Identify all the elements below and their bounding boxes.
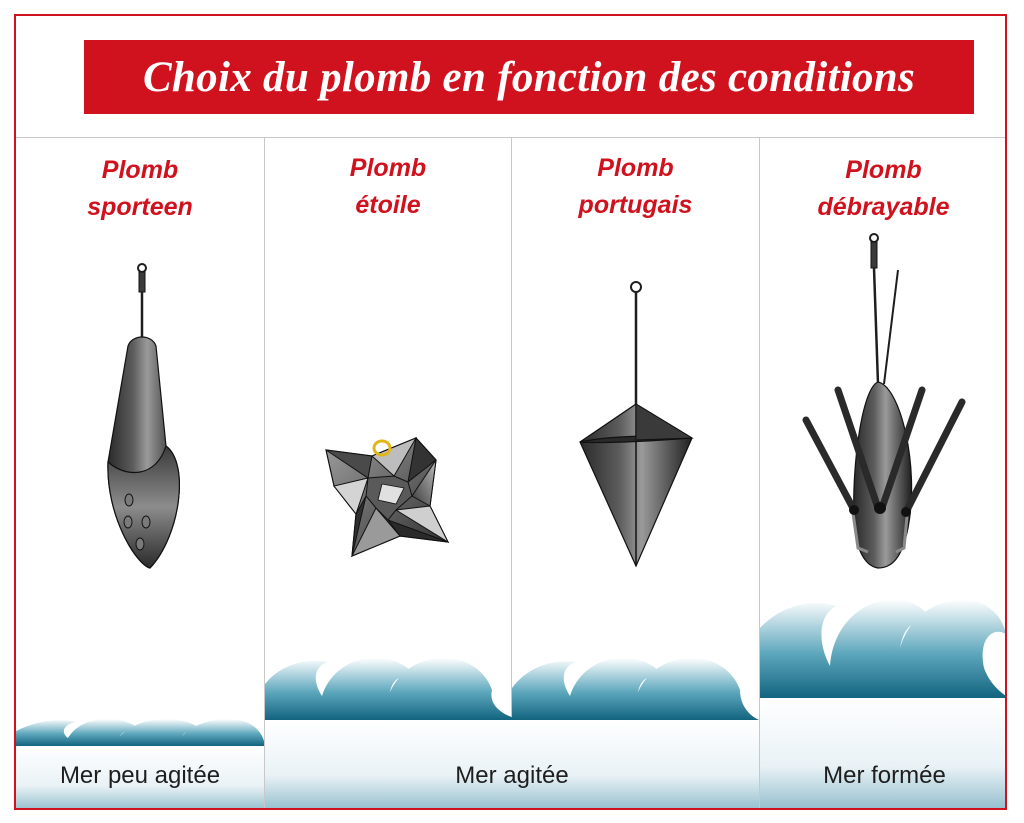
sea-state-label-medium: Mer agitée <box>455 762 569 789</box>
lead-title-name: étoile <box>355 191 421 219</box>
column-divider <box>511 138 512 808</box>
column-divider <box>264 138 265 808</box>
lead-title-name: sporteen <box>87 193 193 221</box>
column-divider <box>759 138 760 808</box>
grip-lead-icon <box>802 233 966 569</box>
wave-medium-icon <box>265 657 759 720</box>
water-band-medium <box>265 720 759 808</box>
diagram-frame: Choix du plomb en fonction des condition… <box>14 14 1007 810</box>
illustration-layer <box>16 233 1005 808</box>
column-debrayable: Plomb débrayable <box>760 138 1005 808</box>
wave-high-icon <box>760 599 1005 698</box>
title-banner: Choix du plomb en fonction des condition… <box>84 40 974 114</box>
lead-title-line: Plomb <box>597 154 674 182</box>
water-band-high <box>760 698 1005 808</box>
sea-state-label-low: Mer peu agitée <box>59 762 221 789</box>
page-title: Choix du plomb en fonction des condition… <box>142 53 916 101</box>
lead-title-line: Plomb <box>349 154 427 182</box>
lead-title-name: débrayable <box>817 193 950 221</box>
header-divider <box>16 137 1005 138</box>
column-portugais: Plomb portugais <box>512 138 759 808</box>
lead-title-debrayable: Plomb débrayable <box>760 152 1005 226</box>
lead-title-line: Plomb <box>101 156 179 184</box>
lead-title-line: Plomb <box>845 156 922 184</box>
portuguese-lead-icon <box>579 281 694 568</box>
star-lead-icon <box>325 436 450 557</box>
water-band-low <box>16 746 264 808</box>
column-sporteen: Plomb sporteen <box>16 138 264 808</box>
wave-low-icon <box>16 719 264 746</box>
sea-state-label-high: Mer formée <box>823 762 946 789</box>
lead-title-sporteen: Plomb sporteen <box>16 152 264 226</box>
lead-title-etoile: Plomb étoile <box>265 150 511 224</box>
lead-title-name: portugais <box>578 191 693 219</box>
lead-title-portugais: Plomb portugais <box>512 150 759 224</box>
sporteen-lead-icon <box>107 263 180 569</box>
column-etoile: Plomb étoile <box>265 138 511 808</box>
